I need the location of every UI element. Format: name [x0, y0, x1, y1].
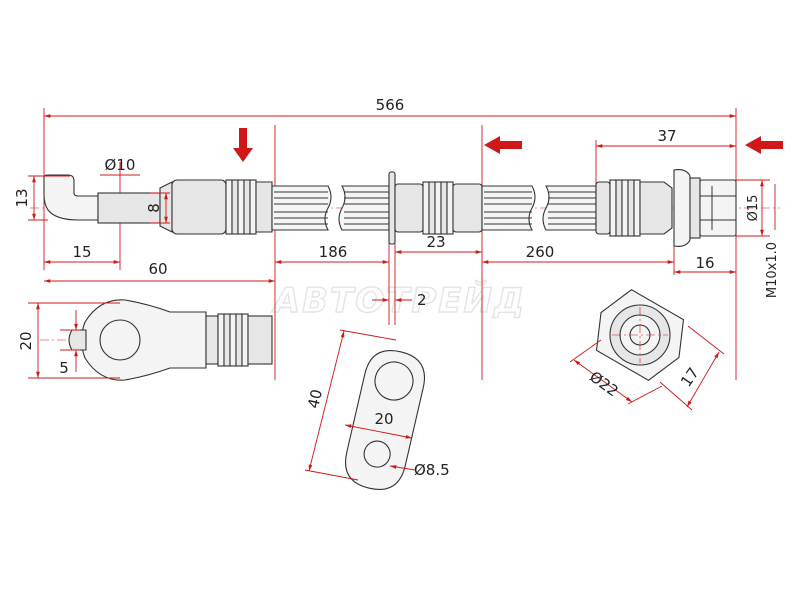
- dim-5: 5: [59, 359, 69, 377]
- dim-d85: Ø8.5: [414, 461, 450, 479]
- eye-ferrule-end: [247, 315, 273, 365]
- left-arrow-icon-right: [745, 136, 783, 154]
- bracket-hole-small: [363, 440, 391, 468]
- dim-13: 13: [13, 188, 31, 207]
- eye-hole: [99, 319, 141, 361]
- ext-40-top: [339, 329, 397, 341]
- dim-16: 16: [695, 254, 714, 272]
- bracket-hole-large: [374, 361, 414, 401]
- dim-566: 566: [376, 96, 405, 114]
- dim-2: 2: [417, 291, 427, 309]
- mid-ferrule-end: [452, 183, 483, 233]
- ext-d22-b: [627, 385, 663, 405]
- right-nut: [699, 179, 737, 237]
- left-arrow-icon-center: [484, 136, 522, 154]
- dim-20-eye: 20: [17, 331, 35, 350]
- dim-40: 40: [304, 388, 326, 411]
- eye-ferrule-crimp: [217, 313, 249, 367]
- hose-segment-2b: [542, 185, 597, 231]
- right-ferrule-start: [595, 181, 611, 235]
- dim-line-17: [686, 351, 720, 408]
- right-ferrule-end: [639, 181, 673, 235]
- hose-segment-2: [481, 185, 536, 231]
- dim-8: 8: [145, 203, 163, 213]
- ext-17-a: [687, 325, 725, 355]
- eye-lug: [68, 329, 87, 351]
- ext-40-bottom: [304, 469, 359, 481]
- right-flange: [673, 169, 691, 247]
- ext-17-b: [659, 381, 693, 411]
- dim-186: 186: [319, 243, 348, 261]
- dim-20-bracket: 20: [374, 410, 393, 428]
- bracket-detail: [345, 350, 425, 490]
- left-ferrule: [171, 179, 227, 235]
- dim-260: 260: [526, 243, 555, 261]
- dim-line-20-bracket: [344, 424, 413, 439]
- eye-ferrule: [205, 315, 219, 365]
- dim-line-d22: [573, 359, 633, 403]
- dim-d10: Ø10: [105, 156, 136, 174]
- left-ferrule-crimp: [225, 179, 257, 235]
- left-ferrule-end: [255, 181, 273, 233]
- eye-fitting-body: [80, 299, 207, 381]
- dim-d15: Ø15: [746, 195, 761, 222]
- watermark: АВТОТРЕЙД: [271, 280, 526, 321]
- right-ferrule-crimp: [609, 179, 641, 237]
- hose-segment-1b: [338, 185, 390, 231]
- hose-segment-1: [271, 185, 332, 231]
- left-eye-fitting: [43, 174, 99, 221]
- dim-15: 15: [72, 243, 91, 261]
- left-tube: [97, 192, 161, 224]
- dim-60: 60: [148, 260, 167, 278]
- right-hex-body: [689, 177, 701, 239]
- dim-thread: M10x1.0: [765, 242, 780, 298]
- mid-collar: [394, 183, 424, 233]
- mid-ferrule-crimp: [422, 181, 454, 235]
- down-arrow-icon: [233, 128, 253, 162]
- dim-line-40: [308, 330, 345, 472]
- mid-bracket-plate: [388, 171, 396, 245]
- dim-23: 23: [426, 233, 445, 251]
- dim-line-d85: [389, 465, 416, 471]
- ext-d22-a: [569, 339, 602, 363]
- dim-37: 37: [657, 127, 676, 145]
